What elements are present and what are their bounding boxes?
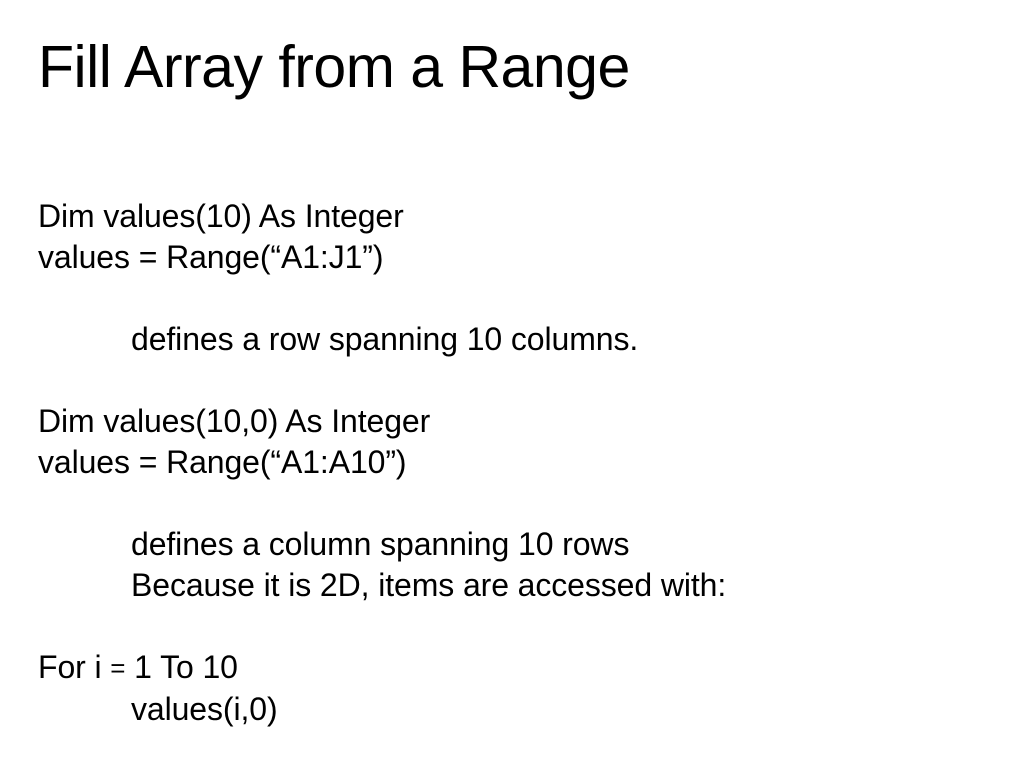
page-title: Fill Array from a Range — [38, 34, 630, 100]
body-spacer — [38, 360, 988, 401]
body-spacer — [38, 606, 988, 647]
body-line-values-range-a1a10: values = Range(“A1:A10”) — [38, 444, 407, 480]
body-line-dim-values-10: Dim values(10) As Integer — [38, 198, 404, 234]
body-line-values-i-0: values(i,0) — [131, 691, 278, 727]
body-line-because-2d: Because it is 2D, items are accessed wit… — [131, 567, 727, 603]
body-line-dim-values-10-0: Dim values(10,0) As Integer — [38, 403, 431, 439]
body-line-for-loop: For i = 1 To 10 — [38, 649, 238, 685]
equals-glyph: = — [110, 653, 126, 683]
body-line-defines-column: defines a column spanning 10 rows — [131, 526, 630, 562]
body-line-values-range-a1j1: values = Range(“A1:J1”) — [38, 239, 384, 275]
slide-body: Dim values(10) As Integer values = Range… — [38, 196, 988, 730]
body-line-defines-row: defines a row spanning 10 columns. — [131, 321, 639, 357]
body-spacer — [38, 483, 988, 524]
body-spacer — [38, 278, 988, 319]
